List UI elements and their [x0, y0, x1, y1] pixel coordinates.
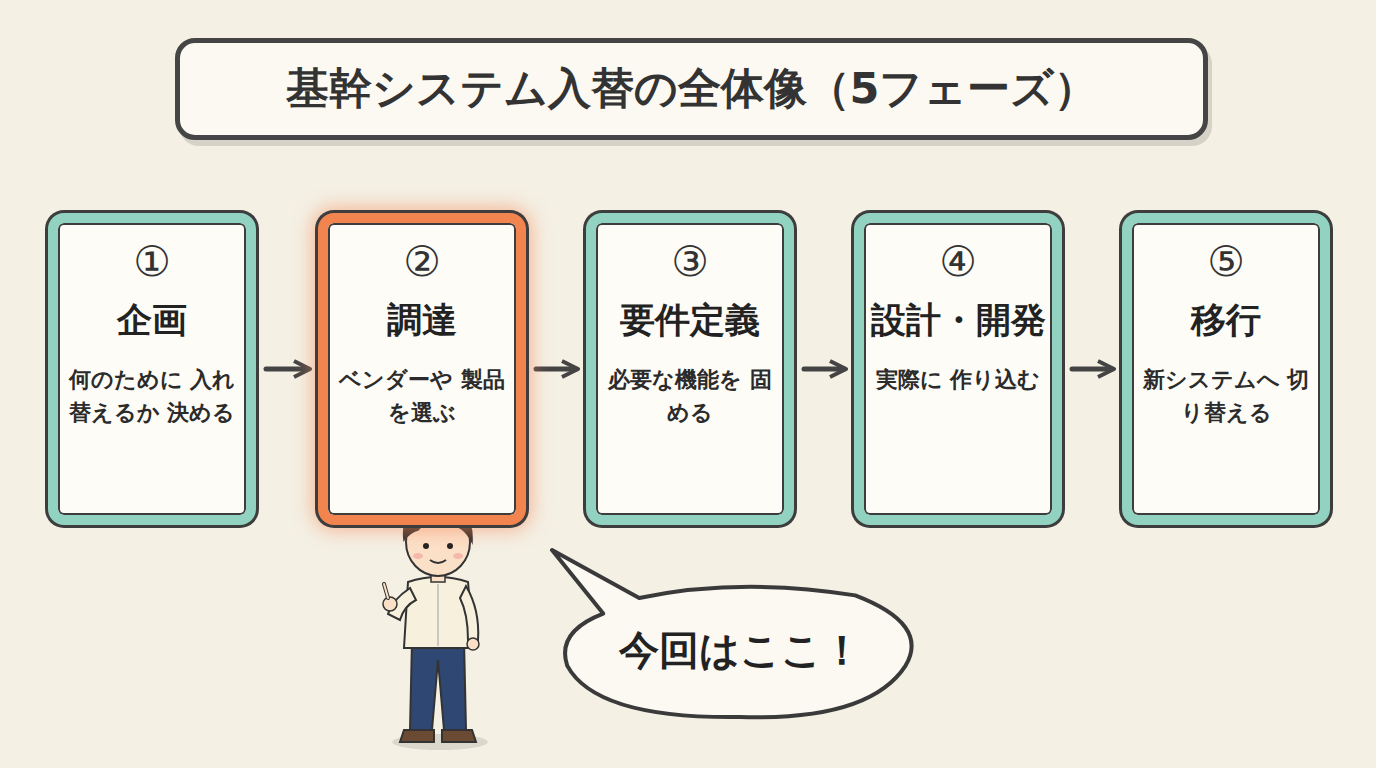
phase-number: ⑤ [1207, 239, 1245, 285]
phase-number: ② [403, 239, 441, 285]
phase-box: ② 調達ベンダーや 製品を選ぶ [318, 213, 526, 525]
phase-description: 必要な機能を 固める [602, 363, 778, 429]
flow-arrow [804, 367, 844, 372]
phase-description: 実際に 作り込む [870, 363, 1046, 396]
phase-title: 要件定義 [620, 299, 760, 341]
flow-arrow [1072, 367, 1112, 372]
person-figure [383, 504, 488, 750]
flow-arrow [266, 367, 308, 372]
phase-description: 新システムへ 切り替える [1138, 363, 1314, 429]
phase-number: ① [133, 239, 171, 285]
bubble-shape [552, 550, 912, 717]
title: 基幹システム入替の全体像（5フェーズ） [286, 60, 1098, 118]
phase-number: ④ [939, 239, 977, 285]
phase-title: 企画 [117, 299, 187, 341]
phase-title: 調達 [387, 299, 457, 341]
phase-title: 移行 [1191, 299, 1261, 341]
phase-title: 設計・開発 [871, 299, 1046, 341]
phase-box: ③ 要件定義必要な機能を 固める [586, 213, 794, 525]
phase-description: ベンダーや 製品を選ぶ [334, 363, 510, 429]
callout-text: 今回はここ！ [619, 623, 862, 678]
phase-number: ③ [671, 239, 709, 285]
flow-arrow [536, 367, 576, 372]
phase-description: 何のために 入れ替えるか 決める [64, 363, 240, 429]
phase-box: ④ 設計・開発実際に 作り込む [854, 213, 1062, 525]
phase-box: ⑤ 移行新システムへ 切り替える [1122, 213, 1330, 525]
phase-box: ① 企画何のために 入れ替えるか 決める [48, 213, 256, 525]
speech-bubble: 今回はここ！ [560, 585, 920, 715]
title-box: 基幹システム入替の全体像（5フェーズ） [175, 38, 1208, 140]
